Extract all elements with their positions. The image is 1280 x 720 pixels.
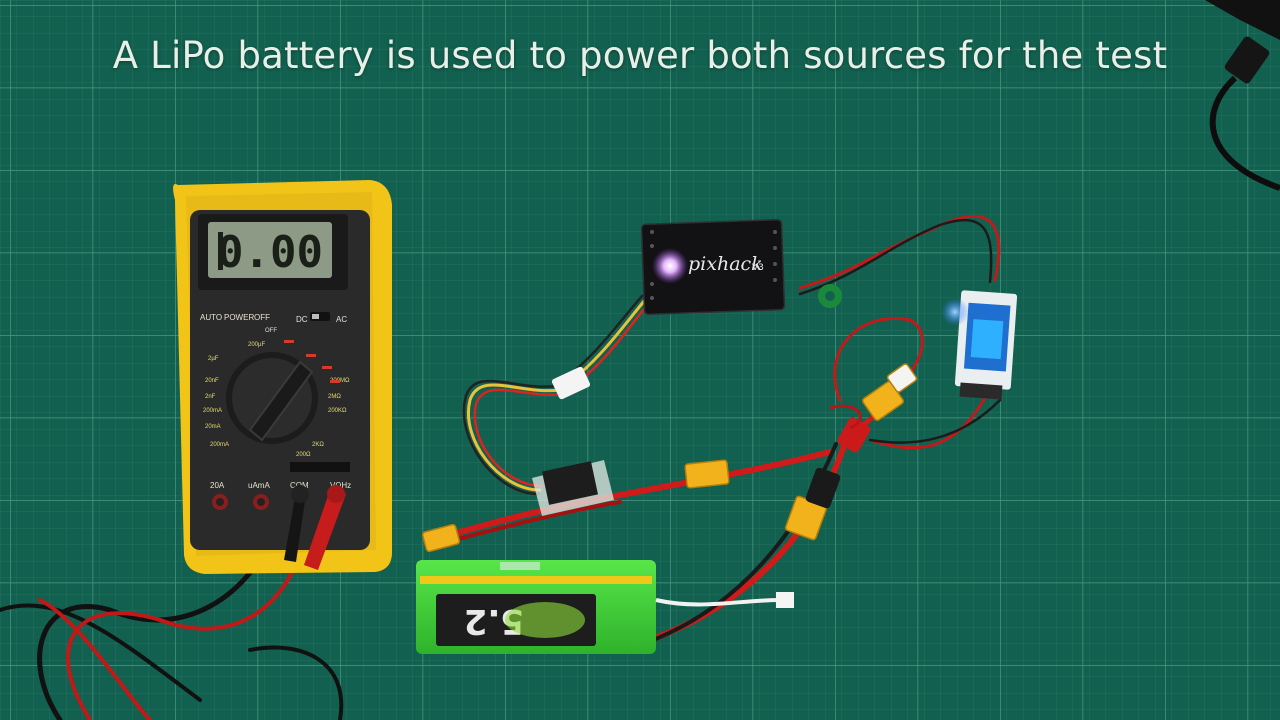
svg-text:200MΩ: 200MΩ [330,378,350,384]
power-wires [437,214,1002,647]
svg-text:2nF: 2nF [205,394,216,400]
svg-text:2KΩ: 2KΩ [312,442,324,448]
multimeter-display: 0.00 [217,227,323,278]
svg-text:20mA: 20mA [205,424,221,430]
dial-red-marks [284,340,340,383]
svg-text:200mA: 200mA [210,442,229,448]
svg-text:200µF: 200µF [248,342,265,348]
fc-brand: pixhack [688,253,763,275]
svg-text:20nF: 20nF [205,378,219,384]
multimeter: 0.00 AUTO POWER OFF DC AC 2µF 20nF 2nF 200… [173,180,393,574]
ac-label: AC [336,315,347,324]
video-caption: A LiPo battery is used to power both sou… [112,34,1168,77]
jack-20a-label: 20A [210,481,225,490]
status-led [652,248,688,284]
power-label: POWER [224,313,254,322]
ferrite-bead [818,284,842,308]
fc-version: V3 [752,263,764,273]
dial-off-label: OFF [265,328,277,334]
receiver-module [941,290,1018,400]
svg-text:2µF: 2µF [208,356,219,362]
svg-text:2MΩ: 2MΩ [328,394,341,400]
auto-label: AUTO [200,313,222,322]
svg-text:200Ω: 200Ω [296,452,311,458]
probe-leads [0,508,344,720]
dc-label: DC [296,315,308,324]
jack-v-label: VΩHz [330,481,351,490]
wire-loop [829,404,862,430]
svg-text:200KΩ: 200KΩ [328,408,347,414]
signal-cable [462,294,650,496]
jack-uama-label: uAmA [248,481,270,490]
flight-controller: pixhack V3 [640,218,786,316]
xt60-connectors [421,363,918,553]
lipo-battery: 5.2 [416,560,794,654]
charger-cable [1205,0,1280,191]
power-module [532,460,614,516]
off-label: OFF [254,313,270,322]
svg-text:200mA: 200mA [203,408,222,414]
